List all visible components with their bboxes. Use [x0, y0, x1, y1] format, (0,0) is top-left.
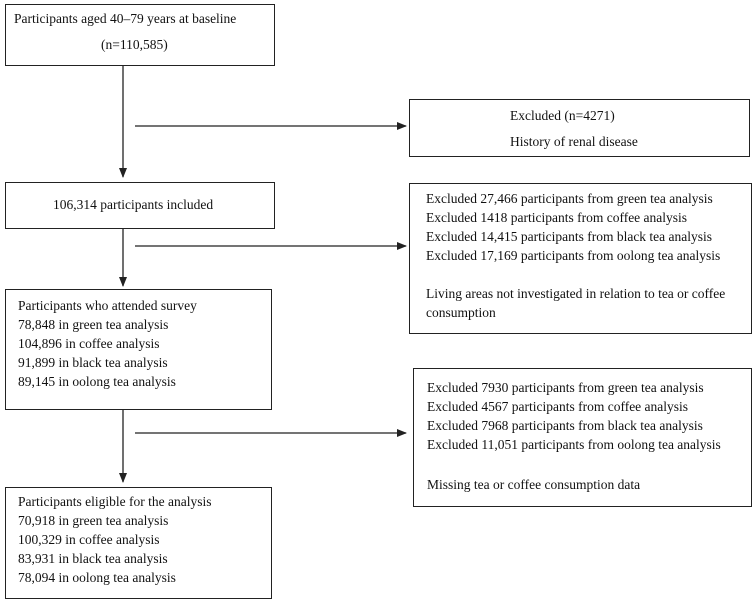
- excluded3-coffee: Excluded 4567 participants from coffee a…: [427, 399, 689, 414]
- baseline-title: Participants aged 40–79 years at baselin…: [14, 11, 237, 26]
- excluded3-reason: Missing tea or coffee consumption data: [427, 477, 641, 492]
- box-eligible-analysis: Participants eligible for the analysis 7…: [5, 487, 272, 599]
- baseline-count: (n=110,585): [101, 37, 168, 52]
- box-participants-included: 106,314 participants included: [5, 182, 275, 229]
- box-excluded-missing-data: Excluded 7930 participants from green te…: [413, 368, 752, 507]
- excluded2-green-tea: Excluded 27,466 participants from green …: [426, 191, 713, 206]
- survey-green-tea: 78,848 in green tea analysis: [18, 317, 169, 332]
- survey-title: Participants who attended survey: [18, 298, 197, 313]
- excluded-renal-reason: History of renal disease: [510, 134, 638, 149]
- survey-coffee: 104,896 in coffee analysis: [18, 336, 160, 351]
- excluded3-black-tea: Excluded 7968 participants from black te…: [427, 418, 703, 433]
- box-excluded-renal: Excluded (n=4271) History of renal disea…: [409, 99, 750, 157]
- excluded2-reason-line2: consumption: [426, 305, 496, 320]
- eligible-black-tea: 83,931 in black tea analysis: [18, 551, 168, 566]
- eligible-oolong-tea: 78,094 in oolong tea analysis: [18, 570, 176, 585]
- excluded-renal-count: Excluded (n=4271): [510, 108, 615, 123]
- eligible-title: Participants eligible for the analysis: [18, 494, 212, 509]
- box-baseline-participants: Participants aged 40–79 years at baselin…: [5, 4, 275, 66]
- included-count: 106,314 participants included: [53, 197, 214, 212]
- excluded2-coffee: Excluded 1418 participants from coffee a…: [426, 210, 688, 225]
- excluded3-oolong-tea: Excluded 11,051 participants from oolong…: [427, 437, 721, 452]
- eligible-green-tea: 70,918 in green tea analysis: [18, 513, 169, 528]
- excluded2-reason-line1: Living areas not investigated in relatio…: [426, 286, 726, 301]
- survey-oolong-tea: 89,145 in oolong tea analysis: [18, 374, 176, 389]
- excluded2-black-tea: Excluded 14,415 participants from black …: [426, 229, 713, 244]
- excluded2-oolong-tea: Excluded 17,169 participants from oolong…: [426, 248, 721, 263]
- eligible-coffee: 100,329 in coffee analysis: [18, 532, 160, 547]
- excluded3-green-tea: Excluded 7930 participants from green te…: [427, 380, 704, 395]
- box-excluded-living-areas: Excluded 27,466 participants from green …: [409, 183, 752, 334]
- survey-black-tea: 91,899 in black tea analysis: [18, 355, 168, 370]
- box-attended-survey: Participants who attended survey 78,848 …: [5, 289, 272, 410]
